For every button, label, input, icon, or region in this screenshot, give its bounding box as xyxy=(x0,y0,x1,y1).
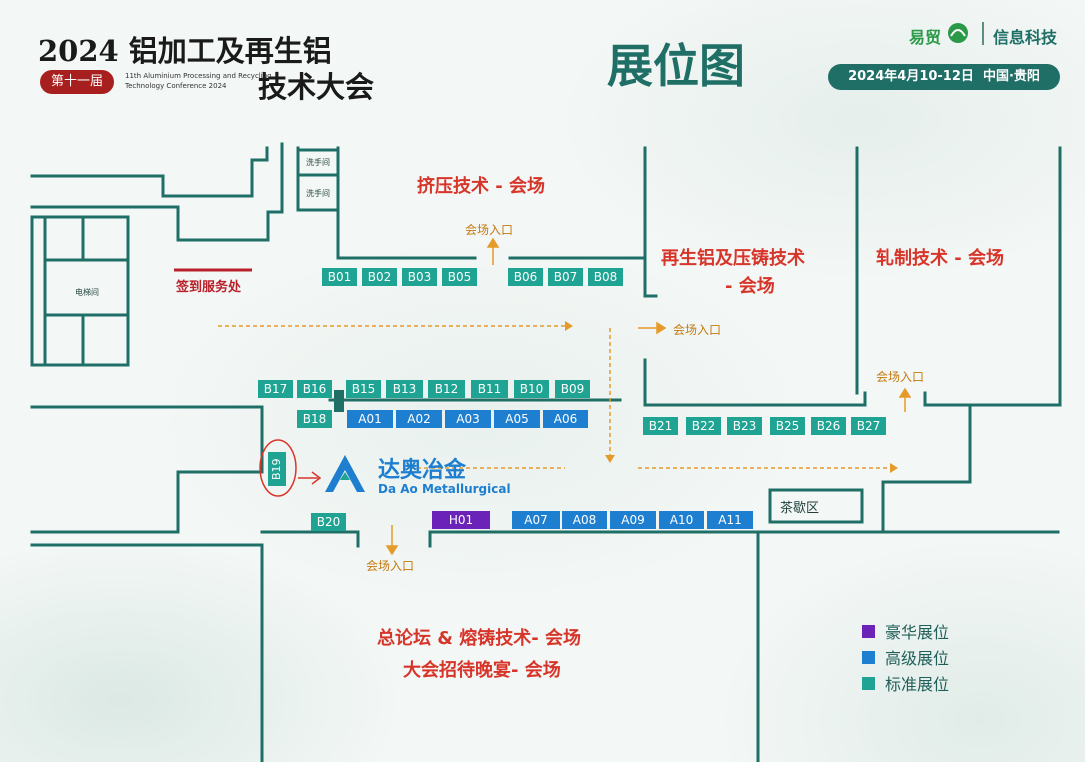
booth-a06[interactable]: A06 xyxy=(543,410,588,428)
conference-title: 2024 铝加工及再生铝 xyxy=(38,34,332,68)
entrance-extrusion: 会场入口 xyxy=(465,223,514,237)
booth-a10[interactable]: A10 xyxy=(659,511,704,529)
hall-recycled-line2: - 会场 xyxy=(725,276,775,297)
tea-break-area-label: 茶歇区 xyxy=(780,501,820,516)
legend-label-standard: 标准展位 xyxy=(885,675,950,694)
conference-title-line2: 技术大会 xyxy=(258,70,375,104)
entrance-forum: 会场入口 xyxy=(366,559,415,573)
sponsor-logo-mark xyxy=(325,455,365,492)
english-subtitle-line2: Technology Conference 2024 xyxy=(125,82,227,90)
english-subtitle-line1: 11th Aluminium Processing and Recycling xyxy=(125,72,272,80)
booth-b18[interactable]: B18 xyxy=(297,410,332,428)
sponsor-name-en: Da Ao Metallurgical xyxy=(378,482,511,496)
booth-b23[interactable]: B23 xyxy=(727,417,762,435)
page-title: 展位图 xyxy=(607,39,745,93)
booth-b10[interactable]: B10 xyxy=(514,380,549,398)
booth-b13[interactable]: B13 xyxy=(386,380,423,398)
edition-badge: 第十一届 xyxy=(40,70,114,94)
legend-item-advanced: 高级展位 xyxy=(862,644,949,670)
booth-h01[interactable]: H01 xyxy=(432,511,490,529)
signin-desk-label: 签到服务处 xyxy=(176,280,242,295)
sponsor-name-cn: 达奥冶金 xyxy=(378,458,467,483)
booth-a02[interactable]: A02 xyxy=(396,410,442,428)
hall-extrusion: 挤压技术 - 会场 xyxy=(417,176,546,197)
washroom-label-1: 洗手间 xyxy=(306,158,330,167)
entrance-recycled: 会场入口 xyxy=(673,323,722,337)
brand-info-tech: 信息科技 xyxy=(993,28,1058,47)
legend-swatch-standard xyxy=(862,676,875,690)
booth-a11[interactable]: A11 xyxy=(707,511,753,529)
booth-a05[interactable]: A05 xyxy=(494,410,540,428)
legend-label-advanced: 高级展位 xyxy=(885,649,950,668)
entrance-rolling: 会场入口 xyxy=(876,370,925,384)
booth-b16[interactable]: B16 xyxy=(297,380,332,398)
washroom-label-2: 洗手间 xyxy=(306,189,330,198)
booth-a07[interactable]: A07 xyxy=(512,511,560,529)
legend: 豪华展位 高级展位 标准展位 xyxy=(862,618,949,696)
booth-b25[interactable]: B25 xyxy=(770,417,805,435)
booth-b06[interactable]: B06 xyxy=(508,268,543,286)
booth-a08[interactable]: A08 xyxy=(562,511,607,529)
booth-b05[interactable]: B05 xyxy=(442,268,477,286)
brand-yimao: 易贸 xyxy=(909,28,942,47)
booth-b02[interactable]: B02 xyxy=(362,268,397,286)
booth-b15[interactable]: B15 xyxy=(346,380,381,398)
booth-b19[interactable]: B19 xyxy=(268,452,286,486)
booth-a03[interactable]: A03 xyxy=(445,410,491,428)
booth-b20[interactable]: B20 xyxy=(311,513,346,531)
elevator-label: 电梯间 xyxy=(75,288,99,297)
hall-recycled-line1: 再生铝及压铸技术 xyxy=(661,248,805,269)
booth-b22[interactable]: B22 xyxy=(686,417,721,435)
legend-item-standard: 标准展位 xyxy=(862,670,949,696)
booth-b01[interactable]: B01 xyxy=(322,268,357,286)
legend-swatch-luxury xyxy=(862,624,875,638)
booth-b12[interactable]: B12 xyxy=(428,380,465,398)
hall-rolling: 轧制技术 - 会场 xyxy=(876,248,1005,269)
booth-b08[interactable]: B08 xyxy=(588,268,623,286)
legend-swatch-advanced xyxy=(862,650,875,664)
booth-a09[interactable]: A09 xyxy=(610,511,656,529)
booth-b27[interactable]: B27 xyxy=(851,417,886,435)
legend-item-luxury: 豪华展位 xyxy=(862,618,949,644)
booth-b07[interactable]: B07 xyxy=(548,268,583,286)
booth-b17[interactable]: B17 xyxy=(258,380,293,398)
booth-a01[interactable]: A01 xyxy=(347,410,393,428)
booth-b03[interactable]: B03 xyxy=(402,268,437,286)
hall-forum-line2: 大会招待晚宴- 会场 xyxy=(403,660,561,681)
booth-b21[interactable]: B21 xyxy=(643,417,678,435)
booth-b09[interactable]: B09 xyxy=(555,380,590,398)
legend-label-luxury: 豪华展位 xyxy=(885,623,950,642)
hall-forum-line1: 总论坛 & 熔铸技术- 会场 xyxy=(377,628,581,649)
date-location-badge: 2024年4月10-12日 中国·贵阳 xyxy=(828,64,1060,90)
booth-b26[interactable]: B26 xyxy=(811,417,846,435)
booth-b11[interactable]: B11 xyxy=(471,380,508,398)
